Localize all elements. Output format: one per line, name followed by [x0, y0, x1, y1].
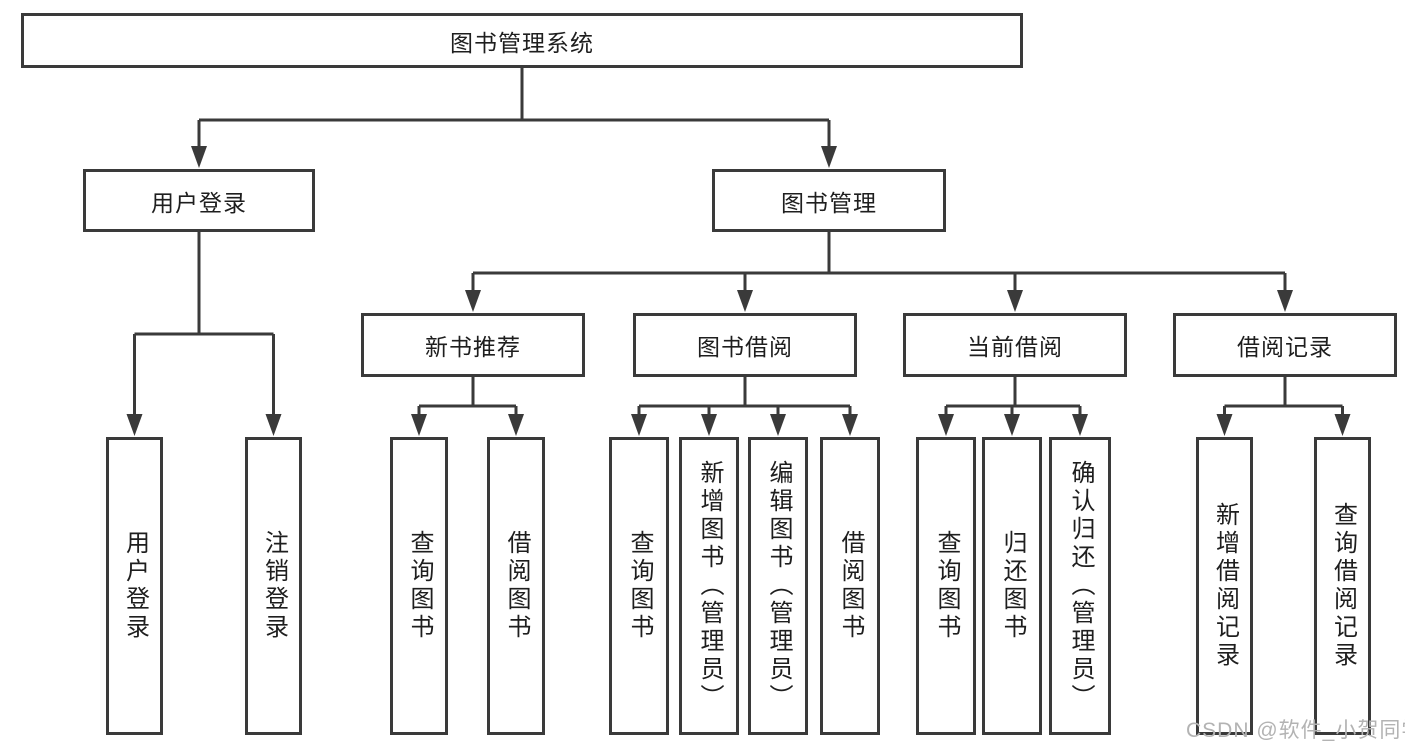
- leaf-logout: 注销登录: [245, 437, 302, 735]
- connector-userlogin-to-leaves: [126, 232, 282, 436]
- leaf-current-confirm-admin: 确认归还（管理员）: [1049, 437, 1111, 735]
- node-current-borrow: 当前借阅: [903, 313, 1127, 377]
- leaf-current-query: 查询图书: [916, 437, 976, 735]
- leaf-borrow-add-admin: 新增图书（管理员）: [679, 437, 739, 735]
- leaf-borrow-book: 借阅图书: [820, 437, 880, 735]
- watermark: CSDN @软件_小贺同学: [1186, 719, 1405, 742]
- leaf-current-return: 归还图书: [982, 437, 1042, 735]
- leaf-borrow-query: 查询图书: [609, 437, 669, 735]
- connector-bookborrow-to-leaves: [631, 377, 858, 436]
- node-root: 图书管理系统: [21, 13, 1023, 68]
- node-book-borrow: 图书借阅: [633, 313, 857, 377]
- leaf-borrow-edit-admin: 编辑图书（管理员）: [748, 437, 808, 735]
- leaf-newbook-borrow: 借阅图书: [487, 437, 545, 735]
- node-new-book-recommend: 新书推荐: [361, 313, 585, 377]
- node-borrow-records: 借阅记录: [1173, 313, 1397, 377]
- node-book-management: 图书管理: [712, 169, 946, 232]
- leaf-records-query: 查询借阅记录: [1314, 437, 1371, 735]
- leaf-records-add: 新增借阅记录: [1196, 437, 1253, 735]
- connector-records-to-leaves: [1216, 377, 1351, 436]
- node-user-login: 用户登录: [83, 169, 315, 232]
- connector-bookmgmt-to-level3: [465, 232, 1293, 312]
- connector-currentborrow-to-leaves: [938, 377, 1088, 436]
- connector-root-to-level2: [191, 68, 837, 168]
- leaf-newbook-query: 查询图书: [390, 437, 448, 735]
- leaf-user-login: 用户登录: [106, 437, 163, 735]
- connector-newbook-to-leaves: [411, 377, 524, 436]
